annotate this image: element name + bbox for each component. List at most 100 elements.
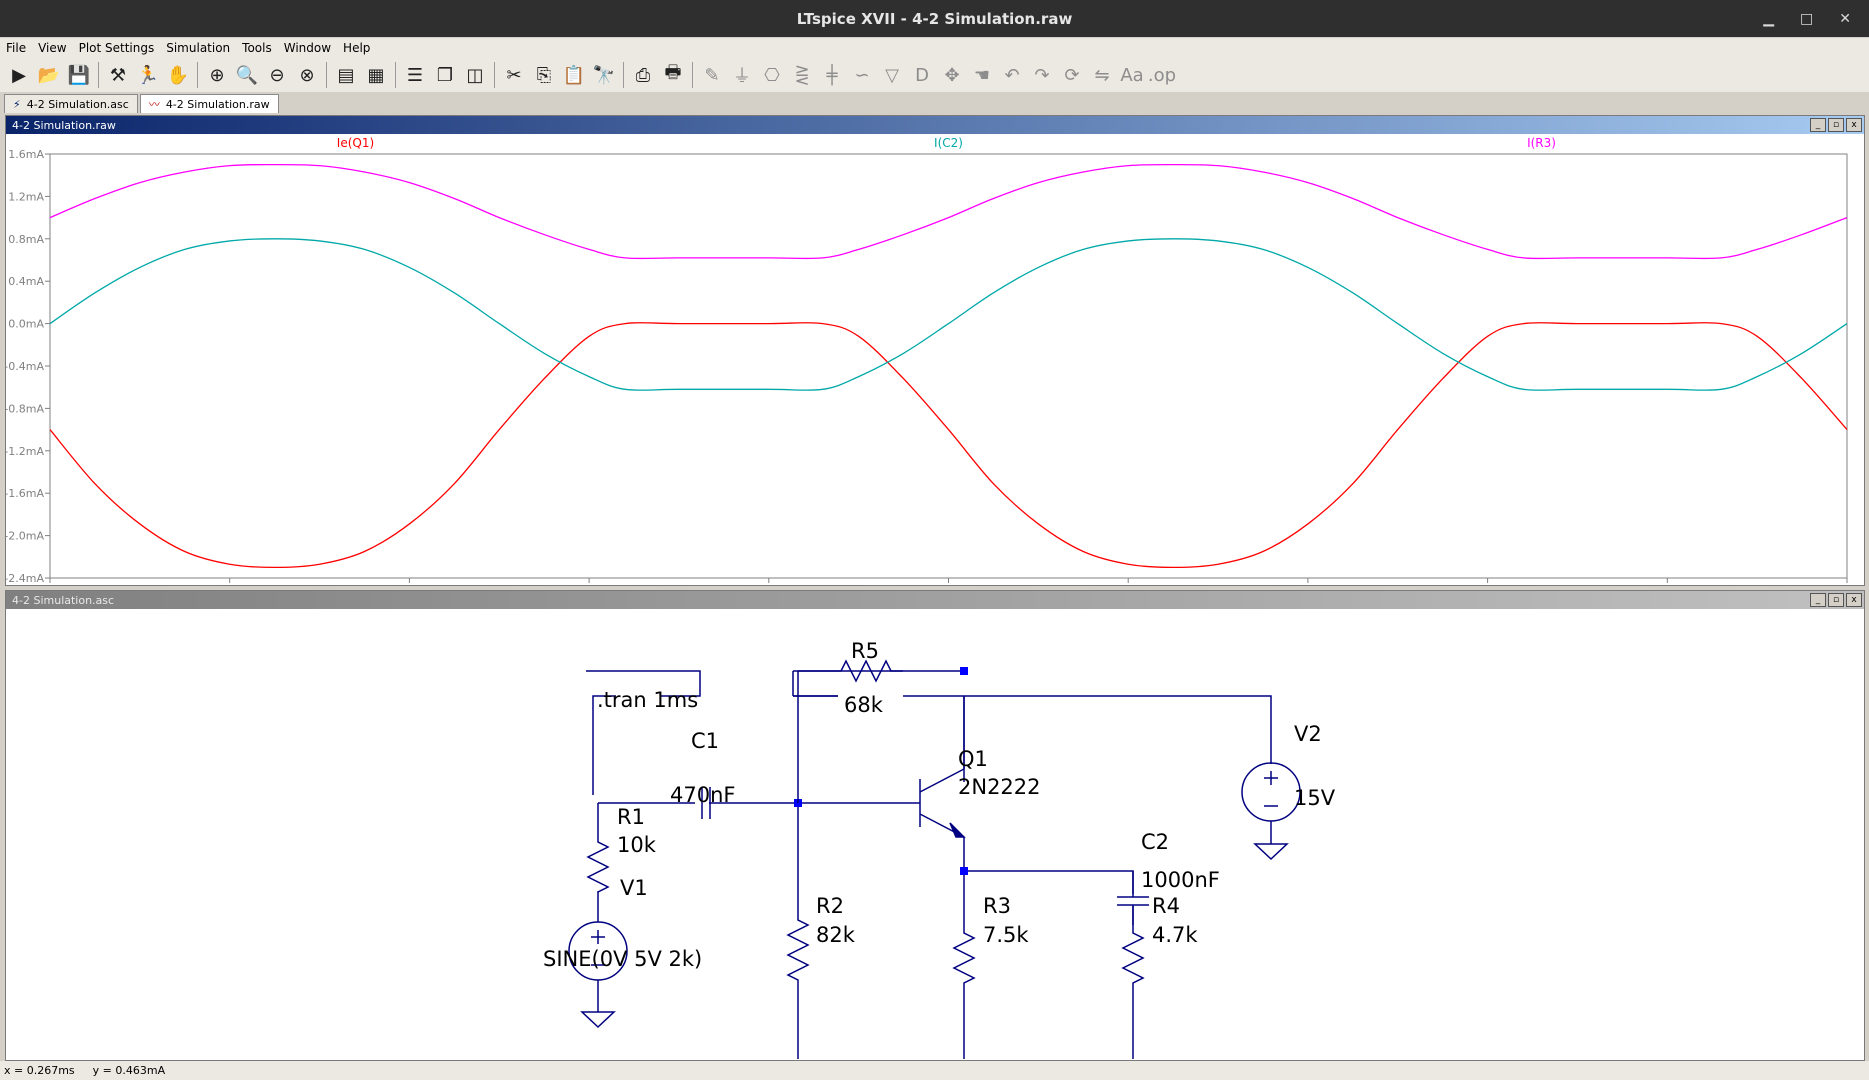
print-setup-icon[interactable]: 🖶	[664, 62, 682, 83]
tile-horizontal-icon[interactable]: ☰	[406, 64, 424, 86]
capacitor-c1-symbol[interactable]	[701, 787, 711, 819]
v2-value-label[interactable]: 15V	[1294, 786, 1336, 810]
trace-i-r3[interactable]	[49, 163, 1848, 260]
r5-value-label[interactable]: 68k	[844, 693, 884, 717]
tab-schematic[interactable]: ⚡ 4-2 Simulation.asc	[4, 94, 138, 113]
plot-settings-icon[interactable]: ▦	[367, 64, 385, 86]
spice-directive[interactable]: .tran 1ms	[597, 688, 698, 712]
cut-icon[interactable]: ✂	[506, 64, 522, 86]
zoom-fit-icon[interactable]: 🔍	[235, 64, 259, 86]
ground-icon[interactable]: ⏚	[733, 66, 751, 87]
r4-value-label[interactable]: 4.7k	[1152, 923, 1198, 947]
resistor-r3-symbol[interactable]	[952, 925, 976, 995]
menu-simulation[interactable]: Simulation	[166, 41, 231, 55]
c1-name-label[interactable]: C1	[691, 729, 719, 753]
transistor-q1-symbol[interactable]	[919, 696, 966, 844]
wire[interactable]	[592, 695, 616, 795]
q1-value-label[interactable]: 2N2222	[958, 775, 1041, 799]
find-icon[interactable]: 🔭	[592, 64, 616, 86]
maximize-icon[interactable]: □	[1800, 10, 1814, 27]
text-icon[interactable]: Aa	[1120, 64, 1144, 86]
zoom-cancel-icon[interactable]: ⊗	[299, 64, 315, 86]
c2-name-label[interactable]: C2	[1141, 830, 1169, 854]
menu-file[interactable]: File	[6, 41, 27, 55]
paste-icon[interactable]: 📋	[562, 64, 586, 86]
v2-name-label[interactable]: V2	[1294, 722, 1322, 746]
drag-icon[interactable]: ☚	[973, 64, 991, 86]
restore-icon[interactable]: ▫	[1828, 118, 1844, 132]
pan-icon[interactable]: ✋	[166, 64, 190, 86]
r5-name-label[interactable]: R5	[851, 639, 879, 663]
minimize-icon[interactable]: ▁	[1763, 10, 1775, 27]
trace-label-i-c2[interactable]: I(C2)	[934, 136, 963, 150]
tab-waveform[interactable]: 〰 4-2 Simulation.raw	[139, 94, 279, 113]
minimize-icon[interactable]: _	[1810, 593, 1826, 607]
menu-window[interactable]: Window	[283, 41, 332, 55]
label-net-icon[interactable]: ⎔	[764, 64, 780, 86]
run-icon[interactable]: ▶	[12, 64, 26, 86]
draw-wire-icon[interactable]: ✎	[704, 64, 720, 86]
resistor-icon[interactable]: ⋛	[794, 64, 810, 86]
window-titlebar: LTspice XVII - 4-2 Simulation.raw ▁ □ ✕	[0, 0, 1869, 37]
capacitor-icon[interactable]: ╪	[826, 64, 838, 86]
wire[interactable]	[592, 670, 701, 697]
cascade-icon[interactable]: ❐	[436, 64, 454, 86]
q1-name-label[interactable]: Q1	[958, 747, 988, 771]
copy-icon[interactable]: ⎘	[536, 64, 552, 86]
inductor-icon[interactable]: ∽	[854, 64, 870, 86]
close-icon[interactable]: ✕	[1839, 10, 1851, 27]
c2-value-label[interactable]: 1000nF	[1141, 868, 1220, 892]
wire[interactable]	[793, 695, 1272, 764]
move-icon[interactable]: ✥	[944, 64, 960, 86]
autorange-icon[interactable]: ▤	[337, 64, 355, 86]
r1-name-label[interactable]: R1	[617, 805, 645, 829]
rotate-icon[interactable]: ⟳	[1064, 64, 1080, 86]
tile-vertical-icon[interactable]: ◫	[466, 64, 484, 86]
r3-value-label[interactable]: 7.5k	[983, 923, 1029, 947]
waveform-plot[interactable]: 1.6mA1.2mA0.8mA0.4mA0.0mA-0.4mA-0.8mA-1.…	[6, 134, 1862, 584]
halt-icon[interactable]: 🏃	[136, 64, 160, 86]
resistor-r4-symbol[interactable]	[1121, 925, 1145, 995]
diode-icon[interactable]: ▽	[885, 64, 899, 86]
capacitor-c2-symbol[interactable]	[1117, 871, 1149, 925]
zoom-in-icon[interactable]: ⊕	[209, 64, 225, 86]
voltage-source-v2-symbol[interactable]	[1241, 762, 1301, 822]
open-icon[interactable]: 📂	[37, 64, 61, 86]
trace-i-c2[interactable]	[49, 238, 1848, 391]
c1-value-label[interactable]: 470nF	[670, 783, 735, 807]
resistor-r2-symbol[interactable]	[786, 912, 810, 995]
v1-value-label[interactable]: SINE(0V 5V 2k)	[543, 947, 702, 971]
close-icon[interactable]: x	[1846, 593, 1862, 607]
r2-name-label[interactable]: R2	[816, 894, 844, 918]
resistor-r5-symbol[interactable]	[798, 659, 964, 683]
component-icon[interactable]: D	[915, 64, 929, 86]
r4-name-label[interactable]: R4	[1152, 894, 1180, 918]
x-tick-label: 0.5ms	[932, 583, 966, 584]
menu-help[interactable]: Help	[343, 41, 371, 55]
minimize-icon[interactable]: _	[1810, 118, 1826, 132]
undo-icon[interactable]: ↶	[1004, 64, 1020, 86]
trace-label-ie-q1[interactable]: Ie(Q1)	[337, 136, 374, 150]
menu-plot-settings[interactable]: Plot Settings	[78, 41, 155, 55]
menu-tools[interactable]: Tools	[242, 41, 272, 55]
close-icon[interactable]: x	[1846, 118, 1862, 132]
wire[interactable]	[963, 844, 1134, 894]
r2-value-label[interactable]: 82k	[816, 923, 856, 947]
print-icon[interactable]: ⎙	[635, 64, 651, 86]
resistor-r1-symbol[interactable]	[586, 834, 610, 893]
r1-value-label[interactable]: 10k	[617, 833, 657, 857]
trace-label-i-r3[interactable]: I(R3)	[1527, 136, 1556, 150]
restore-icon[interactable]: ▫	[1828, 593, 1844, 607]
menu-view[interactable]: View	[38, 41, 67, 55]
control-panel-icon[interactable]: ⚒	[109, 64, 127, 86]
trace-ie-q1[interactable]	[49, 322, 1848, 569]
zoom-out-icon[interactable]: ⊖	[269, 64, 285, 86]
schematic-canvas[interactable]: .tran 1ms R5 68k C1 470nF Q1 2N2222 V2 1…	[6, 609, 1862, 1059]
mirror-icon[interactable]: ⇋	[1094, 64, 1110, 86]
save-icon[interactable]: 💾	[67, 64, 91, 86]
voltage-source-v1-symbol[interactable]	[568, 921, 628, 981]
redo-icon[interactable]: ↷	[1034, 64, 1050, 86]
v1-name-label[interactable]: V1	[620, 876, 648, 900]
r3-name-label[interactable]: R3	[983, 894, 1011, 918]
spice-directive-icon[interactable]: .op	[1147, 64, 1177, 86]
